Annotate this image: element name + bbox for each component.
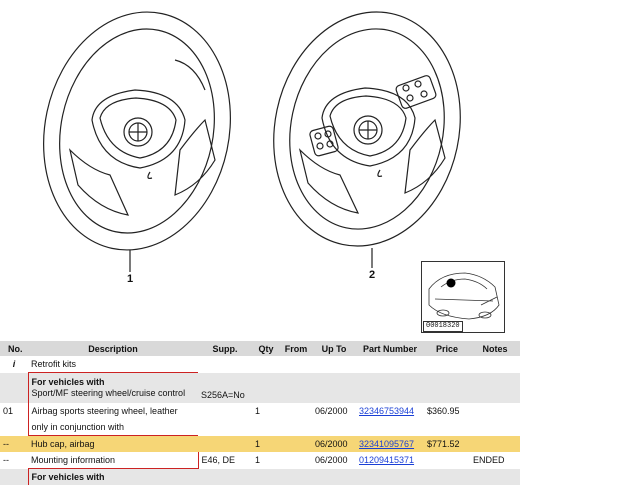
parts-diagram: 1 2 — [0, 0, 640, 340]
info-icon: i — [0, 356, 28, 373]
row-no: -- — [0, 436, 28, 453]
parts-table: No. Description Supp. Qty From Up To Par… — [0, 341, 521, 485]
part-number-link[interactable]: 32346753944 — [359, 406, 414, 416]
row-description: only in conjunction with — [28, 419, 198, 436]
group-title: For vehicles with — [32, 377, 105, 387]
row-upto: 06/2000 — [312, 436, 356, 453]
col-description: Description — [28, 341, 198, 356]
diagram-label-2: 2 — [369, 269, 375, 281]
group-header: For vehicles with Sport/MF steering whee… — [28, 373, 198, 404]
row-qty: 1 — [252, 403, 280, 419]
row-price: $360.95 — [424, 403, 470, 419]
table-row-highlighted: -- Hub cap, airbag 1 06/2000 32341095767… — [0, 436, 520, 453]
table-row: only in conjunction with — [0, 419, 520, 436]
location-marker-icon — [447, 279, 456, 288]
diagram-label-1: 1 — [127, 273, 133, 285]
diagram-id: 00018320 — [423, 321, 463, 332]
row-description: Mounting information — [28, 452, 198, 469]
col-qty: Qty — [252, 341, 280, 356]
steering-wheel-2-illustration — [252, 0, 481, 268]
col-upto: Up To — [312, 341, 356, 356]
row-qty: 1 — [252, 436, 280, 453]
group-subtitle: Sport/MF steering wheel/cruise control — [32, 388, 186, 398]
row-qty: 1 — [252, 452, 280, 469]
row-no: -- — [0, 452, 28, 469]
row-upto: 06/2000 — [312, 452, 356, 469]
table-header: No. Description Supp. Qty From Up To Par… — [0, 341, 520, 356]
table-row-group: For vehicles with Sport/MF steering whee… — [0, 373, 520, 404]
table-row-group: For vehicles with — [0, 469, 520, 485]
row-no: 01 — [0, 403, 28, 419]
row-description: Airbag sports steering wheel, leather — [28, 403, 198, 419]
group-title: For vehicles with — [32, 472, 105, 482]
table-row: -- Mounting information E46, DE 1 06/200… — [0, 452, 520, 469]
row-notes: ENDED — [470, 452, 520, 469]
table-row: 01 Airbag sports steering wheel, leather… — [0, 403, 520, 419]
row-supp: S256A=No — [198, 373, 252, 404]
row-upto: 06/2000 — [312, 403, 356, 419]
group-header: For vehicles with — [28, 469, 198, 485]
col-from: From — [280, 341, 312, 356]
row-supp: E46, DE — [198, 452, 252, 469]
part-number-link[interactable]: 01209415371 — [359, 455, 414, 465]
row-price: $771.52 — [424, 436, 470, 453]
col-no: No. — [0, 341, 28, 356]
table-row: i Retrofit kits — [0, 356, 520, 373]
col-part-number: Part Number — [356, 341, 424, 356]
row-description: Hub cap, airbag — [28, 436, 198, 453]
part-number-link[interactable]: 32341095767 — [359, 439, 414, 449]
col-price: Price — [424, 341, 470, 356]
row-description: Retrofit kits — [28, 356, 198, 373]
col-notes: Notes — [470, 341, 520, 356]
col-supp: Supp. — [198, 341, 252, 356]
steering-wheel-1-illustration — [22, 0, 252, 272]
